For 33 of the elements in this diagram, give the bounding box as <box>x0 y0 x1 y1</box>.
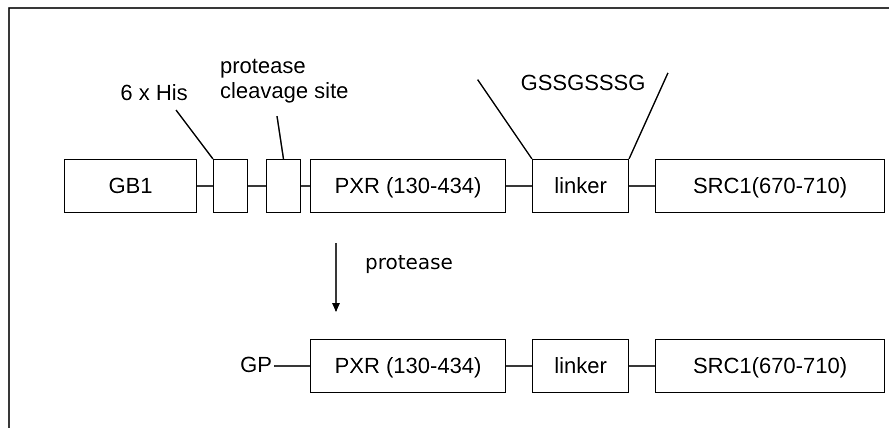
connector-line <box>506 365 532 367</box>
connector-line <box>197 185 213 187</box>
step-label: protease <box>365 250 453 274</box>
domain-label: linker <box>554 353 607 379</box>
leader-line <box>175 110 214 160</box>
annotation-text: 6 x His <box>120 80 188 106</box>
connector-line <box>301 185 310 187</box>
annotation-text: GP <box>240 352 272 378</box>
linker-box <box>532 159 629 213</box>
domain-label: SRC1(670-710) <box>692 173 848 199</box>
connector-line <box>629 185 655 187</box>
linker-box <box>532 339 629 393</box>
domain-label: SRC1(670-710) <box>692 353 848 379</box>
connector-line <box>248 185 266 187</box>
leader-line <box>628 72 669 160</box>
leader-line <box>476 79 533 160</box>
connector-line <box>629 365 655 367</box>
domain-box <box>655 159 885 213</box>
tag-box <box>213 159 248 213</box>
connector-line <box>274 365 310 367</box>
domain-box <box>310 339 506 393</box>
domain-box <box>655 339 885 393</box>
domain-label: PXR (130-434) <box>334 353 482 379</box>
domain-box <box>310 159 506 213</box>
annotation-text: GSSGSSSG <box>520 70 646 96</box>
leader-line <box>276 116 284 160</box>
domain-box <box>64 159 197 213</box>
domain-label: PXR (130-434) <box>334 173 482 199</box>
site-box <box>266 159 301 213</box>
annotation-text: protease cleavage site <box>220 52 350 104</box>
connector-line <box>506 185 532 187</box>
domain-label: linker <box>554 173 607 199</box>
domain-label: GB1 <box>108 173 153 199</box>
